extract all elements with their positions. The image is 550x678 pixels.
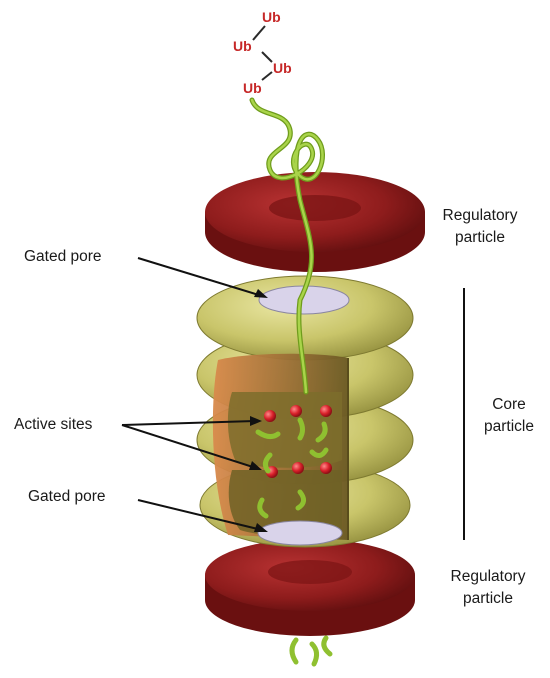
active-site	[320, 462, 332, 474]
label-line: Core	[468, 394, 550, 416]
regulatory-particle-top-label: Regulatory particle	[420, 205, 540, 249]
active-site	[290, 405, 302, 417]
ubiquitin-chain: Ub Ub Ub Ub	[233, 9, 292, 96]
gated-pore-bottom	[258, 521, 342, 545]
gated-pore-bottom-label: Gated pore	[28, 486, 106, 508]
active-site	[264, 410, 276, 422]
regulatory-particle-top	[205, 172, 425, 272]
gated-pore-top-label: Gated pore	[24, 246, 102, 268]
label-line: Regulatory	[420, 205, 540, 227]
label-line: Regulatory	[428, 566, 548, 588]
active-site	[292, 462, 304, 474]
ubiquitin-tag: Ub	[243, 80, 262, 96]
label-line: particle	[428, 588, 548, 610]
ubiquitin-tag: Ub	[273, 60, 292, 76]
regulatory-particle-bottom	[205, 539, 415, 636]
active-sites-label: Active sites	[14, 414, 92, 436]
label-line: particle	[420, 227, 540, 249]
core-particle-label: Core particle	[468, 394, 550, 438]
regulatory-particle-bottom-label: Regulatory particle	[428, 566, 548, 610]
ubiquitin-tag: Ub	[262, 9, 281, 25]
label-line: particle	[468, 416, 550, 438]
ubiquitin-tag: Ub	[233, 38, 252, 54]
active-site	[320, 405, 332, 417]
released-fragments	[292, 638, 330, 664]
core-particle	[197, 276, 413, 547]
